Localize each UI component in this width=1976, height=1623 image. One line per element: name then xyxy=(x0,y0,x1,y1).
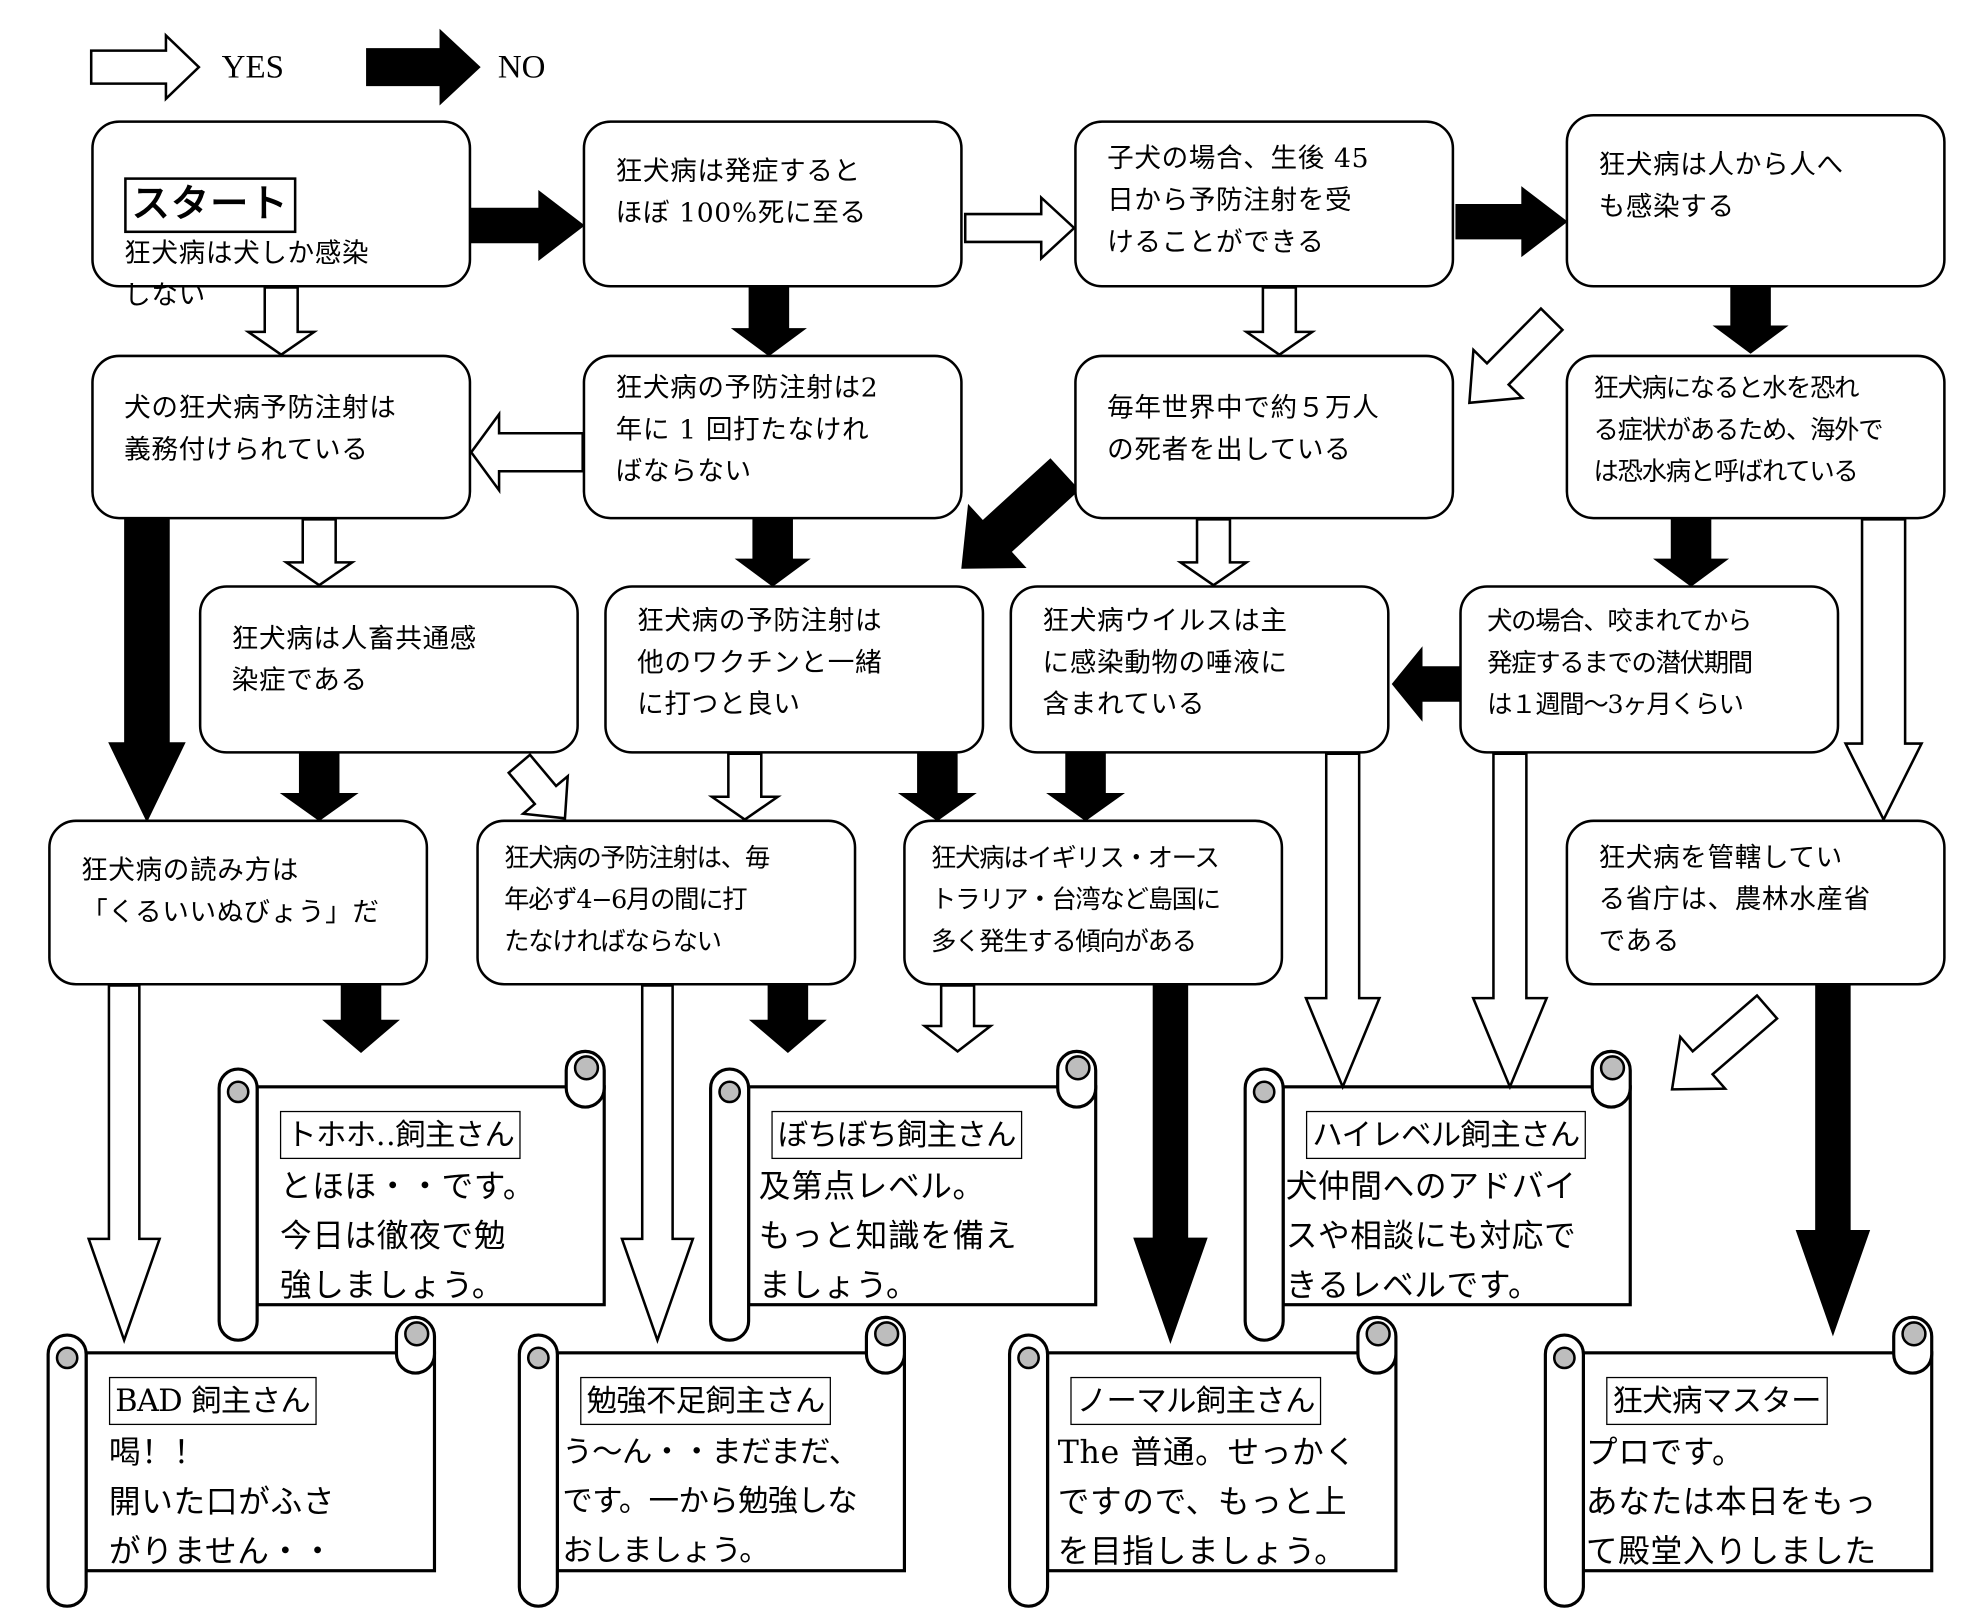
scroll-left-roll xyxy=(217,1067,259,1342)
question-box-zoonosis: 狂犬病は人畜共通感 染症である xyxy=(198,585,579,754)
question-box-island-nations: 狂犬病はイギリス・オース トラリア・台湾など島国に 多く発生する傾向がある xyxy=(903,819,1284,986)
question-box-human-transmission: 狂犬病は人から人へ も感染する xyxy=(1565,114,1946,288)
yes-arrow-icon xyxy=(707,752,782,822)
no-arrow-icon xyxy=(748,984,827,1054)
no-arrow-icon xyxy=(322,984,400,1054)
result-message: 犬仲間へのアドバイ スや相談にも対応で きるレベルです。 xyxy=(1285,1167,1577,1304)
yes-arrow-icon xyxy=(1304,752,1382,1091)
result-title: トホホ‥飼主さん xyxy=(279,1110,521,1160)
yes-arrow-icon xyxy=(1242,286,1317,357)
scroll-left-roll xyxy=(46,1333,88,1608)
result-message: 喝！！ 開いた口がふさ がりません・・ xyxy=(108,1433,336,1570)
result-message: とほほ・・です。 今日は徹夜で勉 強しましょう。 xyxy=(279,1167,536,1304)
result-message: う〜ん・・まだまだ、 です。一から勉強しな おしましょう。 xyxy=(562,1433,859,1569)
no-arrow-icon xyxy=(1133,984,1208,1345)
yes-arrow-icon xyxy=(1176,518,1251,587)
yes-arrow-icon xyxy=(89,32,201,102)
no-arrow-icon xyxy=(279,752,359,822)
scroll-left-roll xyxy=(709,1067,751,1342)
start-box: スタート 狂犬病は犬しか感染 しない xyxy=(91,120,472,310)
result-message: The 普通。せっかく ですので、もっと上 を目指しましょう。 xyxy=(1057,1433,1357,1570)
scroll-curl-icon xyxy=(718,1080,742,1104)
question-box-reading: 狂犬病の読み方は 「くるいいぬびょう」だ xyxy=(48,819,429,986)
legend-yes-label: YES xyxy=(221,48,284,85)
yes-arrow-icon xyxy=(86,984,162,1345)
scroll-curl-icon xyxy=(226,1080,250,1104)
result-title: 勉強不足飼主さん xyxy=(580,1376,831,1426)
question-box-annual-deaths: 毎年世界中で約５万人 の死者を出している xyxy=(1074,354,1455,520)
yes-arrow-icon xyxy=(1471,752,1549,1091)
scroll-left-roll xyxy=(1543,1333,1585,1608)
question-box-hydrophobia: 狂犬病になると水を恐れ る症状があるため、海外で は恐水病と呼ばれている xyxy=(1565,354,1946,520)
question-box-combined-vaccine: 狂犬病の予防注射は 他のワクチンと一緒 に打つと良い xyxy=(604,585,985,754)
yes-arrow-icon xyxy=(1467,306,1565,405)
no-arrow-icon xyxy=(1455,186,1568,258)
question-box-incubation-period: 犬の場合、咬まれてから 発症するまでの潜伏期間 は１週間〜3ヶ月くらい xyxy=(1459,585,1840,754)
scroll-curl-icon xyxy=(55,1346,79,1370)
no-arrow-icon xyxy=(366,28,481,106)
result-normal: ノーマル飼主さん The 普通。せっかく ですので、もっと上 を目指しましょう。 xyxy=(1048,1353,1396,1600)
scroll-curl-icon xyxy=(1552,1346,1576,1370)
legend-no-label: NO xyxy=(497,48,546,85)
scroll-curl-icon xyxy=(1599,1055,1626,1081)
scroll-curl-icon xyxy=(404,1321,430,1347)
question-box-puppy-vaccination: 子犬の場合、生後 45 日から予防注射を受 けることができる xyxy=(1074,120,1455,288)
scroll-curl-icon xyxy=(1365,1321,1391,1347)
no-arrow-icon xyxy=(1391,646,1461,722)
scroll-curl-icon xyxy=(1901,1321,1927,1347)
result-message: プロです。 あなたは本日をもっ て殿堂入りしました xyxy=(1585,1433,1877,1570)
scroll-curl-icon xyxy=(1017,1346,1040,1370)
result-title: ノーマル飼主さん xyxy=(1070,1376,1322,1426)
no-arrow-icon xyxy=(734,518,811,587)
question-box-vaccination-interval: 狂犬病の予防注射は2 年に 1 回打たなけれ ばならない xyxy=(582,354,963,520)
result-title: ぼちぼち飼主さん xyxy=(771,1110,1023,1160)
no-arrow-icon xyxy=(1046,752,1125,822)
scroll-left-roll xyxy=(517,1333,559,1608)
no-arrow-icon xyxy=(1712,286,1789,354)
no-arrow-icon xyxy=(897,752,977,822)
result-bochibochi: ぼちぼち飼主さん 及第点レベル。 もっと知識を備え ましょう。 xyxy=(749,1087,1096,1334)
question-box-saliva: 狂犬病ウイルスは主 に感染動物の唾液に 含まれている xyxy=(1009,585,1390,754)
result-title: ハイレベル飼主さん xyxy=(1305,1110,1586,1160)
yes-arrow-icon xyxy=(506,753,570,820)
no-arrow-icon xyxy=(1795,984,1871,1337)
result-title: 狂犬病マスター xyxy=(1606,1376,1828,1426)
yes-arrow-icon xyxy=(469,410,584,495)
scroll-left-roll xyxy=(1007,1333,1050,1608)
scroll-curl-icon xyxy=(874,1321,900,1347)
question-box-ministry: 狂犬病を管轄してい る省庁は、農林水産省 である xyxy=(1565,819,1946,986)
scroll-curl-icon xyxy=(1065,1055,1091,1081)
scroll-curl-icon xyxy=(1252,1080,1276,1104)
yes-arrow-icon xyxy=(282,518,357,587)
yes-arrow-icon xyxy=(620,984,695,1345)
start-question: 狂犬病は犬しか感染 しない xyxy=(124,238,370,311)
scroll-left-roll xyxy=(1243,1067,1285,1342)
no-arrow-icon xyxy=(1653,518,1730,587)
result-benkyobusoku: 勉強不足飼主さん う〜ん・・まだまだ、 です。一から勉強しな おしましょう。 xyxy=(557,1353,904,1600)
result-bad: BAD 飼主さん 喝！！ 開いた口がふさ がりません・・ xyxy=(86,1353,434,1600)
question-box-mandatory-vaccination: 犬の狂犬病予防注射は 義務付けられている xyxy=(91,354,472,520)
question-box-fatality: 狂犬病は発症すると ほぼ 100%死に至る xyxy=(582,120,963,288)
result-title: BAD 飼主さん xyxy=(108,1376,317,1426)
scroll-curl-icon xyxy=(526,1346,550,1370)
yes-arrow-icon xyxy=(920,984,995,1053)
yes-arrow-icon xyxy=(963,194,1077,262)
question-box-vaccination-season: 狂犬病の予防注射は、毎 年必ず4−6月の間に打 たなければならない xyxy=(476,819,857,986)
result-message: 及第点レベル。 もっと知識を備え ましょう。 xyxy=(758,1167,1018,1304)
no-arrow-icon xyxy=(730,286,807,357)
scroll-curl-icon xyxy=(573,1055,600,1081)
result-master: 狂犬病マスター プロです。 あなたは本日をもっ て殿堂入りしました xyxy=(1583,1353,1931,1600)
no-arrow-icon xyxy=(108,518,186,823)
no-arrow-icon xyxy=(469,189,585,261)
no-arrow-icon xyxy=(961,458,1080,569)
yes-arrow-icon xyxy=(1670,993,1779,1091)
yes-arrow-icon xyxy=(244,286,319,357)
yes-arrow-icon xyxy=(1843,518,1924,823)
start-title: スタート xyxy=(124,177,297,234)
result-highlevel: ハイレベル飼主さん 犬仲間へのアドバイ スや相談にも対応で きるレベルです。 xyxy=(1283,1087,1630,1334)
result-tohoho: トホホ‥飼主さん とほほ・・です。 今日は徹夜で勉 強しましょう。 xyxy=(257,1087,604,1334)
